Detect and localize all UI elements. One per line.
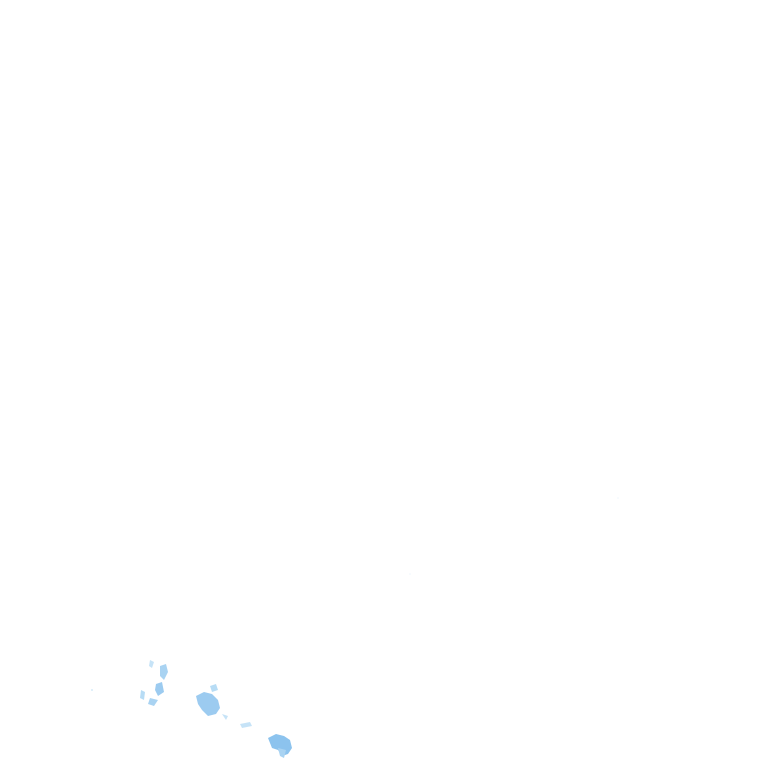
- precip-streak: [148, 698, 158, 706]
- precip-patch-center: [196, 684, 252, 728]
- precip-patch-west: [91, 660, 168, 706]
- precip-streak: [240, 722, 252, 728]
- precip-speck: [617, 497, 619, 499]
- precip-streak: [160, 664, 168, 680]
- precip-streak: [222, 714, 228, 720]
- precip-streak: [155, 682, 164, 696]
- precip-patch-east: [268, 734, 292, 758]
- precip-dot: [91, 689, 93, 691]
- precip-blob: [210, 684, 218, 692]
- precip-blob: [196, 692, 220, 716]
- precip-streak: [140, 690, 145, 700]
- precip-blob: [278, 748, 286, 758]
- precip-streak: [149, 660, 154, 668]
- precip-speck: [409, 573, 411, 575]
- precip-blob: [268, 734, 292, 756]
